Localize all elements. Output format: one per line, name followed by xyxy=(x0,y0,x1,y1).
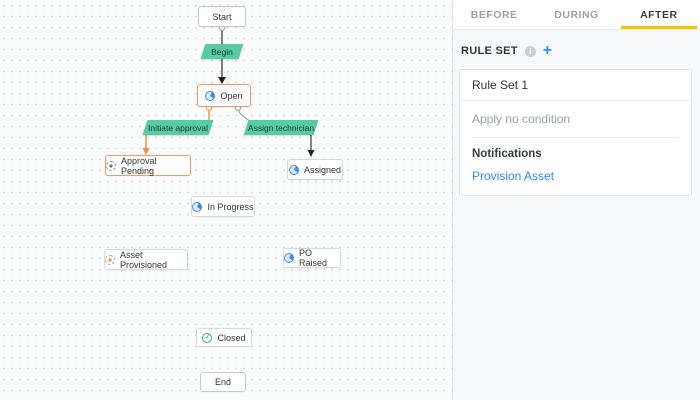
transition-label: Initiate approval xyxy=(147,122,208,133)
node-label: In Progress xyxy=(207,201,254,212)
stage-tabs: BEFORE DURING AFTER xyxy=(453,0,700,30)
panel-body: RULE SET i + Rule Set 1 Apply no conditi… xyxy=(453,30,700,196)
info-icon[interactable]: i xyxy=(524,45,536,57)
node-closed[interactable]: ✓ Closed xyxy=(196,328,252,347)
node-label: Asset Provisioned xyxy=(120,249,168,270)
transition-assign-technician[interactable]: Assign technician xyxy=(246,120,316,135)
node-po-raised[interactable]: PO Raised xyxy=(283,248,341,268)
pending-clock-icon xyxy=(105,254,115,265)
transition-begin[interactable]: Begin xyxy=(203,44,241,59)
rule-set-card-body: Apply no condition Notifications Provisi… xyxy=(460,101,691,195)
clock-icon xyxy=(284,253,294,263)
arrowhead-open xyxy=(218,77,226,84)
transition-initiate-approval[interactable]: Initiate approval xyxy=(145,120,211,135)
node-end[interactable]: End xyxy=(200,372,246,392)
node-label: Start xyxy=(212,11,232,22)
node-open[interactable]: Open xyxy=(197,84,251,107)
clock-icon xyxy=(192,201,203,212)
node-in-progress[interactable]: In Progress xyxy=(191,196,255,217)
rule-set-card-title[interactable]: Rule Set 1 xyxy=(460,70,691,101)
node-label: Closed xyxy=(217,332,246,343)
rule-set-card[interactable]: Rule Set 1 Apply no condition Notificati… xyxy=(459,69,692,196)
condition-text: Apply no condition xyxy=(472,112,571,126)
rule-set-header: RULE SET i + xyxy=(459,42,692,59)
divider xyxy=(472,137,679,138)
check-icon: ✓ xyxy=(202,332,213,343)
clock-icon xyxy=(288,164,299,175)
arrowhead-approval-pending xyxy=(142,148,150,155)
node-label: PO Raised xyxy=(299,248,328,268)
notification-link[interactable]: Provision Asset xyxy=(472,169,555,183)
node-approval-pending[interactable]: Approval Pending xyxy=(105,155,191,176)
node-label: Approval Pending xyxy=(121,155,157,176)
transition-label: Assign technician xyxy=(247,122,315,133)
tab-before[interactable]: BEFORE xyxy=(470,9,518,21)
transition-label: Begin xyxy=(211,46,233,57)
rule-set-title: RULE SET xyxy=(461,45,518,57)
notifications-label: Notifications xyxy=(472,148,542,160)
clock-icon xyxy=(205,90,216,101)
add-rule-set-icon[interactable]: + xyxy=(542,42,553,59)
pending-clock-icon xyxy=(106,160,116,171)
node-label: Open xyxy=(220,90,243,101)
node-label: Assigned xyxy=(303,164,342,175)
workflow-canvas[interactable]: Start Begin Open Initiate approval Assig… xyxy=(0,0,452,400)
tab-after[interactable]: AFTER xyxy=(618,0,700,29)
node-assigned[interactable]: Assigned xyxy=(287,159,343,180)
arrowhead-assigned xyxy=(307,150,315,157)
node-asset-provisioned[interactable]: Asset Provisioned xyxy=(104,249,188,270)
tab-during[interactable]: DURING xyxy=(554,9,599,21)
node-start[interactable]: Start xyxy=(198,6,246,27)
node-label: End xyxy=(214,377,231,387)
rules-panel: BEFORE DURING AFTER RULE SET i + Rule Se… xyxy=(452,0,700,400)
